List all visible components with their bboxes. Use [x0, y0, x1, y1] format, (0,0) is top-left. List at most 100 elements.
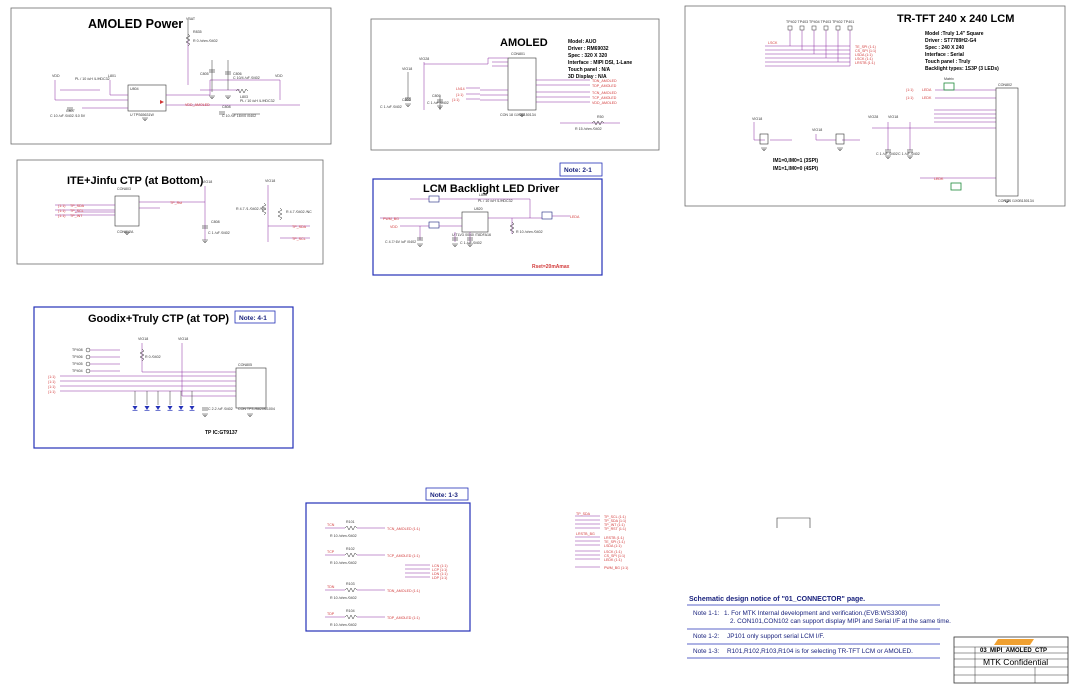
amoled-spec-line: 3D Display : N/A — [568, 74, 607, 80]
svg-text:TP402 TP403 TP404 TP403 TP402: TP402 TP403 TP404 TP403 TP402 TP401 — [786, 20, 854, 24]
tft-im-line: IM1=0,IM0=1 (3SPI) — [773, 158, 818, 164]
svg-text:VDD: VDD — [275, 74, 283, 78]
svg-text:R101: R101 — [346, 520, 355, 524]
ite-ctp-title: ITE+Jinfu CTP (at Bottom) — [67, 175, 204, 187]
svg-text:(1:1): (1:1) — [456, 93, 463, 97]
tft-im-line: IM1=1,IM0=0 (4SPI) — [773, 166, 818, 172]
svg-text:TCN: TCN — [327, 523, 335, 527]
notice-title: Schematic design notice of "01_CONNECTOR… — [689, 596, 865, 603]
panel-note13: Note: 1-3 R101 R 10 /ohm /0402 R102 R 10… — [305, 487, 471, 632]
svg-text:TE_SPI (1:1): TE_SPI (1:1) — [604, 540, 625, 544]
svg-text:TDP_AMOLED: TDP_AMOLED — [592, 84, 617, 88]
svg-text:U TLV3 /0040 /T8DFA16: U TLV3 /0040 /T8DFA16 — [452, 233, 491, 237]
svg-text:LRSTB (1:1): LRSTB (1:1) — [604, 536, 624, 540]
svg-text:U820: U820 — [474, 207, 483, 211]
amoled-connector — [507, 57, 537, 111]
svg-text:TDN_AMOLED: TDN_AMOLED — [592, 79, 617, 83]
svg-text:C807: C807 — [66, 109, 75, 113]
amoled-spec-line: Interface : MIPI DSI, 1-Lane — [568, 60, 632, 66]
svg-text:U TPS65631W: U TPS65631W — [130, 113, 155, 117]
svg-text:VIO18: VIO18 — [752, 117, 762, 121]
goodix-tp-ic: TP IC:GT9137 — [205, 430, 238, 436]
svg-text:C 1 /uF /0402: C 1 /uF /0402 — [208, 231, 230, 235]
svg-text:CON TP3 /B620M1004: CON TP3 /B620M1004 — [238, 407, 275, 411]
svg-text:VIO28: VIO28 — [868, 115, 878, 119]
notice-id: Note 1-2: — [693, 633, 720, 640]
svg-text:L800: L800 — [479, 193, 487, 197]
panel-amoled-power: AMOLED Power VBAT — [10, 7, 332, 145]
svg-text:TCP_AMOLED: TCP_AMOLED — [592, 96, 617, 100]
svg-text:TP_INT: TP_INT — [70, 214, 83, 218]
svg-text:L801: L801 — [108, 74, 116, 78]
title-block: 03_MIPI_AMOLED_CTP MTK Confidential — [953, 636, 1069, 684]
svg-text:VIO18: VIO18 — [812, 128, 822, 132]
svg-text:TDP_AMOLED (1:1): TDP_AMOLED (1:1) — [387, 616, 420, 620]
svg-text:R 10 /ohm /0402: R 10 /ohm /0402 — [516, 230, 543, 234]
svg-text:Matrix: Matrix — [944, 77, 954, 81]
svg-text:R103: R103 — [346, 582, 355, 586]
svg-text:CON 24 /1X0B150134: CON 24 /1X0B150134 — [998, 199, 1034, 203]
svg-text:(1:1): (1:1) — [48, 390, 55, 394]
svg-text:TP_SCL: TP_SCL — [292, 237, 306, 241]
svg-text:TDP: TDP — [327, 612, 335, 616]
svg-text:R 10 /ohm /0402: R 10 /ohm /0402 — [330, 596, 357, 600]
svg-text:VDD_AMOLED: VDD_AMOLED — [185, 103, 210, 107]
svg-text:VIO18: VIO18 — [888, 115, 898, 119]
svg-text:TE_SPI (1:1): TE_SPI (1:1) — [855, 45, 876, 49]
svg-text:VIO18: VIO18 — [265, 179, 275, 183]
backlight-note-tag: Note: 2-1 — [564, 167, 592, 174]
svg-text:R 10 /ohm /0402: R 10 /ohm /0402 — [330, 623, 357, 627]
tft-spec-line: Touch panel : Truly — [925, 59, 971, 65]
sheet-title: 03_MIPI_AMOLED_CTP — [980, 648, 1047, 654]
notice-line: 2. CON101,CON102 can support display MIP… — [730, 618, 951, 625]
mediatek-logo — [994, 639, 1034, 645]
svg-text:TP408: TP408 — [72, 348, 83, 352]
tft-connector — [995, 87, 1019, 197]
amoled-spec-line: Model: AUO — [568, 39, 597, 45]
svg-text:PWM_BG: PWM_BG — [383, 217, 399, 221]
svg-text:R102: R102 — [346, 547, 355, 551]
svg-text:TP_RST (1:1): TP_RST (1:1) — [604, 527, 626, 531]
amoled-spec-line: Driver : RM69032 — [568, 46, 609, 52]
svg-text:VIO28: VIO28 — [419, 57, 429, 61]
svg-text:LCN (1:1): LCN (1:1) — [432, 564, 448, 568]
svg-text:C803: C803 — [402, 98, 411, 102]
svg-text:C 4.7/ 6V /uF /0402: C 4.7/ 6V /uF /0402 — [385, 240, 416, 244]
svg-text:LSDA (1:1): LSDA (1:1) — [604, 544, 622, 548]
svg-text:TDN: TDN — [327, 585, 335, 589]
svg-text:LEDK (1:1): LEDK (1:1) — [604, 558, 622, 562]
svg-text:CON801: CON801 — [511, 52, 525, 56]
backlight-rset: Rset=20mAmax — [532, 264, 570, 270]
svg-text:TP_SCL (1:1): TP_SCL (1:1) — [604, 515, 626, 519]
amoled-spec-line: Touch panel : N/A — [568, 67, 611, 73]
loose-net-labels: TP_SDA TP_SCL (1:1) TP_SDA (1:1) TP_INT … — [575, 512, 811, 570]
amoled-power-ic — [127, 84, 167, 112]
svg-text:C808: C808 — [211, 220, 220, 224]
svg-text:LRSTB (1:1): LRSTB (1:1) — [855, 61, 875, 65]
svg-text:R 0 /0402: R 0 /0402 — [145, 355, 161, 359]
svg-text:LEDK: LEDK — [934, 177, 944, 181]
svg-text:LCP (1:1): LCP (1:1) — [432, 568, 447, 572]
svg-text:(1:1): (1:1) — [906, 88, 913, 92]
svg-text:C 1 /uF /0402: C 1 /uF /0402 — [460, 241, 482, 245]
notice-line: JP101 only support serial LCM I/F. — [727, 633, 825, 640]
svg-text:(1:1): (1:1) — [58, 214, 65, 218]
goodix-ctp-connector — [235, 367, 267, 409]
svg-text:(1:1): (1:1) — [58, 209, 65, 213]
svg-text:C809: C809 — [432, 94, 441, 98]
amoled-spec-line: Spec : 320 X 320 — [568, 53, 607, 59]
svg-text:(1:1): (1:1) — [58, 204, 65, 208]
notice-id: Note 1-1: — [693, 610, 720, 617]
tft-spec-line: Interface : Serial — [925, 52, 965, 58]
svg-text:R 10 /ohm /0402: R 10 /ohm /0402 — [330, 561, 357, 565]
svg-text:C 2.2 /uF /0402: C 2.2 /uF /0402 — [208, 407, 233, 411]
svg-text:VDD: VDD — [390, 225, 398, 229]
svg-text:R835: R835 — [193, 30, 202, 34]
svg-text:LSCK (1:1): LSCK (1:1) — [604, 550, 622, 554]
panel-goodix-ctp: Note: 4-1 Goodix+Truly CTP (at TOP) — [33, 306, 294, 449]
svg-text:LSCK: LSCK — [768, 41, 778, 45]
svg-text:TDN_AMOLED (1:1): TDN_AMOLED (1:1) — [387, 589, 420, 593]
svg-text:LEDA: LEDA — [922, 88, 932, 92]
notice-line: 1. For MTK Internal development and veri… — [724, 610, 907, 617]
